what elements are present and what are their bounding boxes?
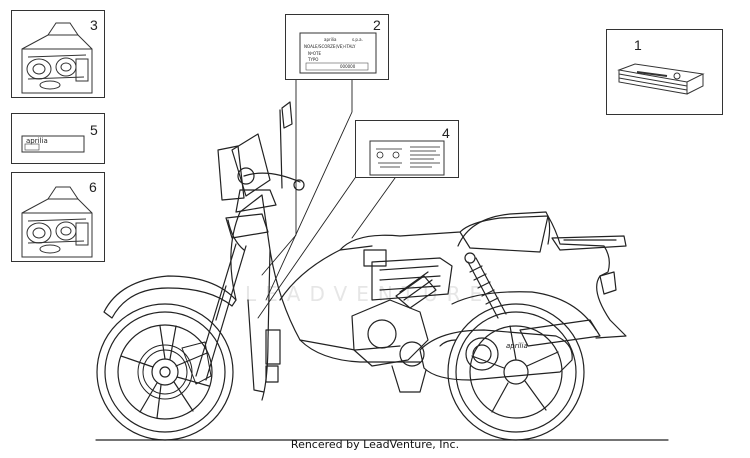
- callout-2: 2: [373, 17, 381, 33]
- floorboard: [269, 249, 401, 351]
- plate-address: NOALE/SCORZE(VE)-ITALY: [304, 44, 356, 49]
- footer-credit: Rencered by LeadVenture, Inc.: [290, 438, 460, 451]
- warning-label-illustration: [369, 140, 445, 176]
- aprilia-decal-illustration: aprilia: [21, 135, 85, 153]
- leader-lines: [257, 79, 396, 319]
- part-box-1[interactable]: 1: [606, 29, 723, 115]
- front-fork: [195, 243, 247, 381]
- front-wheel: [96, 303, 234, 441]
- decal-kit-illustration-2: [21, 186, 93, 258]
- part-box-4[interactable]: 4: [355, 120, 459, 178]
- part-box-2[interactable]: 2 aprilia s.p.a. NOALE/SCORZE(VE)-ITALY …: [285, 14, 389, 80]
- rear-body: [339, 215, 627, 339]
- callout-1: 1: [634, 37, 642, 53]
- decal-kit-illustration: [21, 22, 93, 94]
- rear-fender: [451, 291, 597, 331]
- plate-brand: aprilia: [324, 37, 337, 42]
- handlebars: [217, 101, 305, 239]
- part-box-3[interactable]: 3: [11, 10, 105, 98]
- exhaust: [519, 319, 601, 347]
- transmission-case: [419, 329, 573, 381]
- plate-omolog: NºOTE: [308, 51, 321, 56]
- leg-shield: [230, 194, 271, 401]
- callout-4: 4: [442, 125, 450, 141]
- fuel-tank: [371, 257, 453, 301]
- center-stand: [391, 365, 427, 393]
- rear-shock: [464, 252, 507, 319]
- decal-brand: aprilia: [26, 137, 48, 145]
- plate-typo: TYPO: [307, 57, 318, 62]
- engine-block: [351, 271, 437, 367]
- callout-5: 5: [90, 122, 98, 138]
- part-box-5[interactable]: 5 aprilia: [11, 113, 105, 164]
- plate-serial: 000000: [340, 64, 356, 69]
- front-brake-disc: [137, 341, 212, 400]
- id-plate-illustration: aprilia s.p.a. NOALE/SCORZE(VE)-ITALY Nº…: [299, 32, 377, 74]
- manual-book-illustration: [617, 63, 705, 95]
- rear-wheel: [447, 303, 585, 441]
- front-fender: [103, 275, 237, 319]
- callout-3: 3: [90, 17, 98, 33]
- callout-6: 6: [89, 179, 97, 195]
- seat: [457, 211, 551, 247]
- engine-badge: aprilia: [506, 342, 528, 350]
- plate-suffix: s.p.a.: [352, 37, 363, 42]
- rear-rack: [551, 235, 627, 251]
- part-box-6[interactable]: 6: [11, 172, 105, 262]
